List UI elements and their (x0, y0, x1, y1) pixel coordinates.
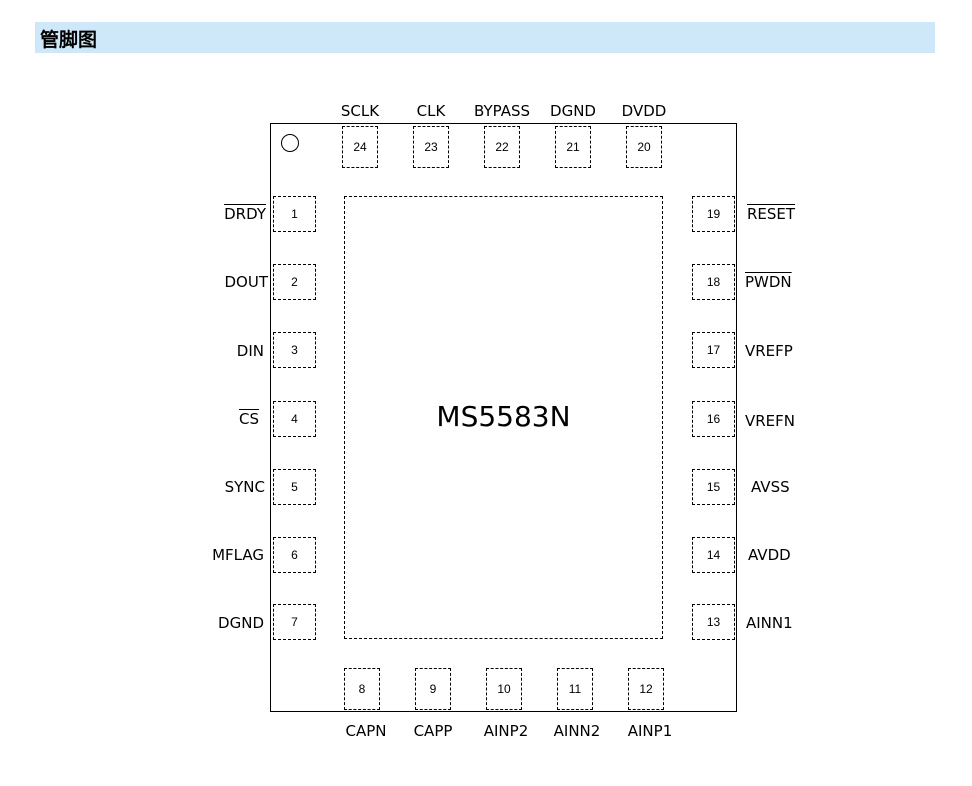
pin-label-9: CAPP (413, 722, 453, 740)
pin-pad-15: 15 (692, 469, 735, 505)
pin-label-7: DGND (218, 614, 264, 632)
pin-pad-10: 10 (486, 668, 522, 710)
pin-label-22: BYPASS (473, 102, 531, 120)
pin-pad-9: 9 (415, 668, 451, 710)
pin-pad-8: 8 (344, 668, 380, 710)
pin-pad-21: 21 (555, 126, 591, 168)
pin-pad-14: 14 (692, 537, 735, 573)
pin-pad-11: 11 (557, 668, 593, 710)
pin-pad-12: 12 (628, 668, 664, 710)
pin-label-8: CAPN (345, 722, 387, 740)
pin-label-21: DGND (550, 102, 596, 120)
pin-pad-16: 16 (692, 401, 735, 437)
pin-label-14: AVDD (748, 546, 791, 564)
chip-body (270, 123, 737, 712)
pin-pad-3: 3 (273, 332, 316, 368)
pin-label-12: AINP1 (627, 722, 673, 740)
pin-label-17: VREFP (745, 342, 793, 360)
thermal-pad (344, 196, 663, 639)
pin-pad-7: 7 (273, 604, 316, 640)
pin-label-15: AVSS (751, 478, 790, 496)
pin-pad-17: 17 (692, 332, 735, 368)
pin-label-16: VREFN (745, 412, 796, 430)
pin-label-2: DOUT (224, 273, 269, 291)
pin-label-3: DIN (236, 342, 264, 360)
pin-pad-19: 19 (692, 196, 735, 232)
pin-label-10: AINP2 (483, 722, 529, 740)
pin-pad-23: 23 (413, 126, 449, 168)
pin-label-18: PWDN (745, 273, 792, 291)
pin-label-6: MFLAG (212, 546, 264, 564)
pin-pad-20: 20 (626, 126, 662, 168)
pin-label-5: SYNC (224, 478, 265, 496)
pin-pad-4: 4 (273, 401, 316, 437)
pin-pad-2: 2 (273, 264, 316, 300)
pin-pad-5: 5 (273, 469, 316, 505)
pin-label-13: AINN1 (746, 614, 793, 632)
pin-pad-18: 18 (692, 264, 735, 300)
pin1-marker-icon (281, 134, 299, 152)
pin-label-24: SCLK (340, 102, 380, 120)
pin-pad-1: 1 (273, 196, 316, 232)
pin-label-4: CS (239, 410, 259, 428)
pin-label-19: RESET (747, 205, 796, 223)
pin-label-1: DRDY (224, 205, 266, 223)
section-title: 管脚图 (40, 29, 98, 51)
section-header: 管脚图 (35, 22, 935, 53)
part-number: MS5583N (436, 400, 571, 433)
pin-label-20: DVDD (621, 102, 667, 120)
pin-pad-6: 6 (273, 537, 316, 573)
pin-label-11: AINN2 (553, 722, 601, 740)
pin-label-23: CLK (416, 102, 446, 120)
pin-pad-22: 22 (484, 126, 520, 168)
pin-pad-13: 13 (692, 604, 735, 640)
pin-pad-24: 24 (342, 126, 378, 168)
